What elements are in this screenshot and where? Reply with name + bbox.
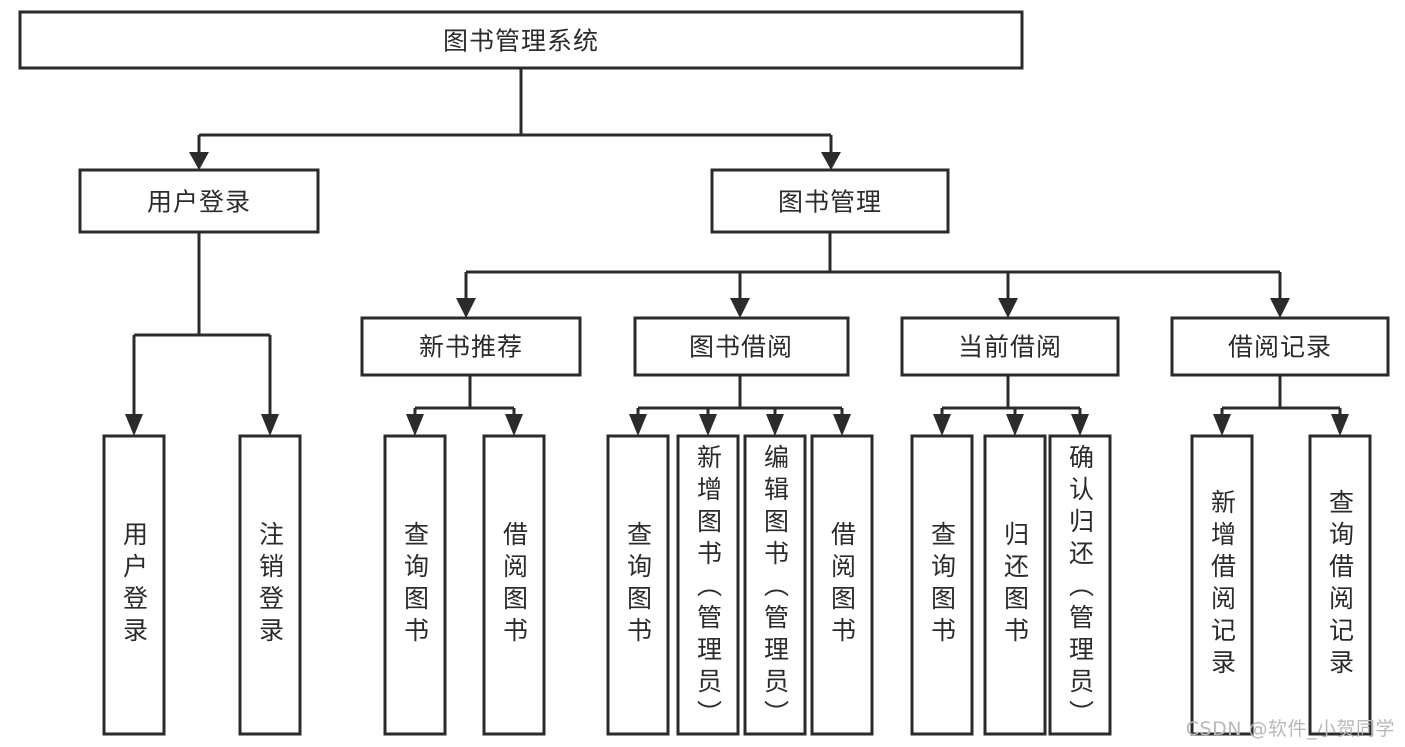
leaf-box-query-book-1[interactable] [383, 434, 447, 736]
leaf-box-return-book[interactable] [983, 434, 1047, 736]
arrowhead-leaf-edit-book [766, 414, 784, 436]
node-user-login[interactable]: 用户登录 [78, 168, 320, 234]
csdn-watermark: CSDN @软件_小贺同学 [1185, 718, 1395, 740]
node-current-borrow[interactable]: 当前借阅 [900, 316, 1120, 377]
arrowhead-leaf-borrow-book-2 [833, 414, 851, 436]
node-book-borrow[interactable]: 图书借阅 [633, 316, 850, 377]
arrowhead-leaf-logout [261, 414, 279, 436]
node-new-book-recommend[interactable]: 新书推荐 [360, 316, 582, 377]
leaf-box-add-record[interactable] [1190, 434, 1254, 736]
leaf-box-borrow-book-2[interactable] [810, 434, 874, 736]
leaf-box-add-book[interactable] [676, 434, 740, 736]
arrowhead-leaf-return-book [1006, 414, 1024, 436]
arrowhead-leaf-confirm-return [1071, 414, 1089, 436]
node-root-label: 图书管理系统 [443, 27, 599, 56]
node-root-box [18, 10, 1024, 70]
arrowhead-book-borrow [730, 298, 750, 318]
leaf-box-query-record[interactable] [1308, 434, 1372, 736]
arrowhead-leaf-query-book-1 [406, 414, 424, 436]
arrowhead-leaf-user-login [125, 414, 143, 436]
arrowhead-leaf-query-book-3 [933, 414, 951, 436]
node-layer: 图书管理系统 用户登录 图书管理 新书推荐 图书借阅 当前 [18, 10, 1390, 377]
leaf-box-logout[interactable] [238, 434, 302, 736]
leaf-box-borrow-book-1[interactable] [482, 434, 546, 736]
arrowhead-user-login [189, 152, 209, 170]
edge-layer [125, 68, 1349, 436]
arrowhead-book-mgmt [821, 152, 841, 170]
node-book-borrow-label: 图书借阅 [689, 333, 793, 362]
node-root[interactable]: 图书管理系统 [18, 10, 1024, 70]
node-book-borrow-box [633, 316, 850, 377]
leaf-box-query-book-3[interactable] [910, 434, 974, 736]
arrowhead-current-borrow [998, 298, 1018, 318]
node-current-borrow-box [900, 316, 1120, 377]
node-new-book-recommend-label: 新书推荐 [419, 333, 523, 362]
leaf-box-confirm-return[interactable] [1048, 434, 1112, 736]
node-new-book-recommend-box [360, 316, 582, 377]
leaf-box-query-book-2[interactable] [606, 434, 670, 736]
arrowhead-leaf-add-record [1213, 414, 1231, 436]
leaf-box-user-login[interactable] [102, 434, 166, 736]
node-user-login-label: 用户登录 [147, 188, 251, 217]
leaf-box-edit-book[interactable] [743, 434, 807, 736]
leaf-layer [102, 434, 1372, 736]
node-user-login-box [78, 168, 320, 234]
arrowhead-borrow-record [1270, 298, 1290, 318]
arrowhead-leaf-query-book-2 [629, 414, 647, 436]
arrowhead-leaf-borrow-book-1 [505, 414, 523, 436]
node-book-management[interactable]: 图书管理 [710, 168, 950, 234]
node-borrow-record-label: 借阅记录 [1228, 333, 1332, 362]
node-borrow-record[interactable]: 借阅记录 [1170, 316, 1390, 377]
arrowhead-leaf-query-record [1331, 414, 1349, 436]
node-borrow-record-box [1170, 316, 1390, 377]
arrowhead-leaf-add-book [699, 414, 717, 436]
node-current-borrow-label: 当前借阅 [958, 333, 1062, 362]
node-book-management-box [710, 168, 950, 234]
arrowhead-new-book [456, 298, 476, 318]
node-book-management-label: 图书管理 [778, 188, 882, 217]
